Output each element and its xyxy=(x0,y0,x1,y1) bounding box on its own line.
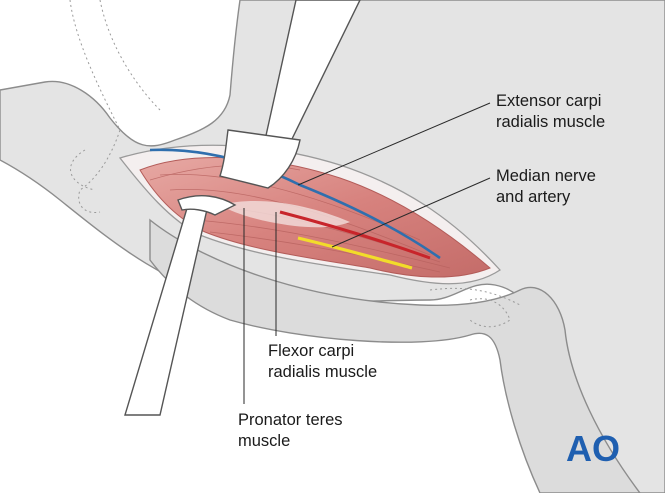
leader-lines xyxy=(243,102,491,404)
ao-logo: AO xyxy=(566,428,620,468)
label-pronator-teres: Pronator teres muscle xyxy=(238,411,343,450)
label-flexor-carpi-radialis: Flexor carpi radialis muscle xyxy=(268,342,378,381)
bone-outlines xyxy=(69,0,521,328)
leader-median xyxy=(331,177,491,248)
leader-extensor xyxy=(297,102,491,186)
artery xyxy=(279,210,431,260)
lower-retractor-blade xyxy=(177,194,237,216)
ao-logo-text: AO xyxy=(566,428,620,468)
median-nerve xyxy=(297,236,413,270)
upper-retractor-blade xyxy=(219,129,301,189)
label-extensor-carpi-radialis: Extensor carpi radialis muscle xyxy=(496,92,606,131)
label-median-nerve-artery: Median nerve and artery xyxy=(496,167,596,206)
lower-limb xyxy=(149,218,641,493)
vein xyxy=(149,148,441,260)
